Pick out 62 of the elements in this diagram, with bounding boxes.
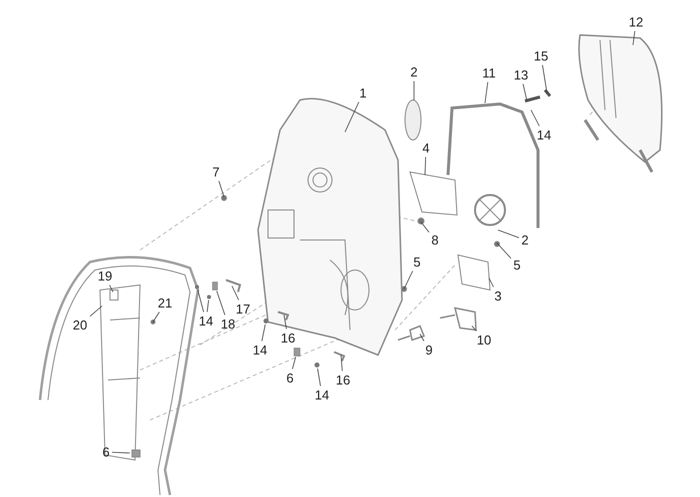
callout-number: 17	[236, 302, 250, 316]
callout-number: 4	[422, 142, 430, 154]
leader-line	[112, 452, 130, 454]
clip-part	[212, 282, 218, 290]
leader-line	[317, 368, 321, 386]
leader-line	[632, 30, 636, 46]
callout-number: 9	[425, 344, 433, 356]
leader-line	[206, 300, 210, 312]
leader-line	[261, 324, 266, 342]
callout-number: 14	[198, 314, 214, 328]
leader-line	[218, 180, 224, 198]
leader-line	[420, 334, 424, 342]
leader-line	[232, 286, 240, 300]
leader-line	[216, 290, 226, 316]
callout-number: 13	[514, 68, 528, 82]
leader-line	[472, 326, 477, 332]
callout-number: 16	[280, 332, 296, 344]
screw-part	[314, 362, 320, 368]
callout-number: 19	[98, 270, 112, 282]
callout-number: 12	[628, 16, 644, 28]
screw-part	[207, 295, 211, 299]
leader-line	[109, 284, 114, 292]
leader-line	[90, 306, 102, 317]
screw-part	[264, 318, 268, 324]
screw-part	[195, 285, 199, 289]
callout-number: 18	[220, 318, 236, 330]
leader-line	[197, 290, 204, 312]
callout-number: 6	[102, 446, 110, 458]
callout-number: 21	[158, 296, 172, 310]
leader-line	[152, 312, 160, 322]
callout-number: 2	[410, 66, 418, 78]
callout-number: 15	[534, 50, 548, 62]
callout-number: 11	[482, 66, 496, 80]
leader-line	[284, 314, 287, 330]
leader-line	[292, 356, 296, 370]
leader-line	[496, 242, 512, 259]
callout-number: 14	[252, 344, 268, 356]
leader-line	[488, 278, 494, 288]
leader-line	[404, 270, 414, 290]
leader-line	[424, 156, 426, 176]
callout-number: 5	[513, 258, 521, 272]
callout-number: 1	[359, 86, 367, 100]
leader-line	[542, 64, 548, 94]
callout-number: 14	[536, 128, 552, 142]
leader-line	[484, 82, 488, 104]
callout-number: 16	[336, 374, 350, 386]
leader-line	[420, 222, 430, 233]
leader-line	[522, 84, 528, 102]
leader-line	[498, 230, 520, 238]
callout-number: 20	[72, 318, 88, 332]
leader-line	[530, 110, 540, 126]
callout-number: 3	[494, 290, 502, 302]
callout-number: 14	[314, 388, 330, 402]
clip-part	[294, 348, 300, 356]
leader-line	[340, 354, 343, 372]
callout-number: 10	[476, 334, 492, 346]
callout-number: 6	[286, 372, 294, 384]
callout-number: 8	[431, 234, 439, 246]
callout-number: 7	[212, 166, 220, 178]
callout-number: 2	[521, 234, 529, 246]
leader-line	[344, 102, 360, 132]
callout-number: 5	[413, 256, 421, 268]
